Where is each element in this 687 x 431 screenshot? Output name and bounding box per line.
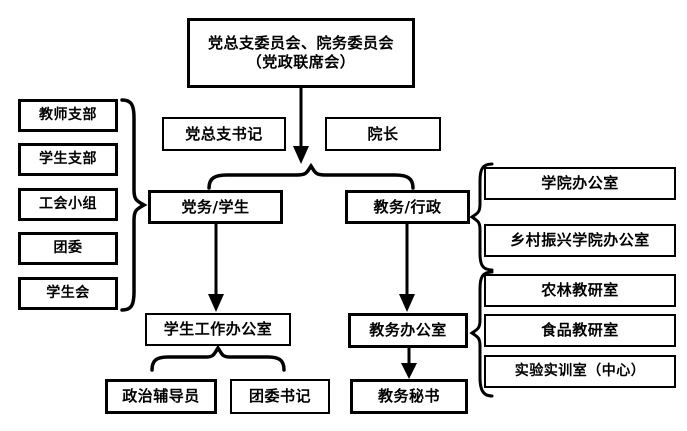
node-student-branch: 学生支部 [18, 143, 118, 176]
node-rural-revitalization-office: 乡村振兴学院办公室 [484, 224, 676, 257]
node-student-work-office: 学生工作办公室 [145, 313, 291, 346]
brace-left-group [118, 98, 148, 312]
node-dean-label: 院长 [367, 124, 399, 143]
node-party-student-affairs: 党务/学生 [148, 190, 283, 224]
node-laboratory-training-center: 实验实训室（中心） [484, 355, 676, 388]
node-laboratory-training-center-label: 实验实训室（中心） [514, 362, 646, 379]
node-academic-secretary: 教务秘书 [350, 379, 468, 414]
node-teacher-branch: 教师支部 [18, 99, 118, 132]
brace-student-office-split [148, 344, 288, 372]
node-party-student-affairs-label: 党务/学生 [181, 197, 250, 216]
node-top-committee-line1: 党总支委员会、院务委员会 [207, 34, 394, 53]
node-political-counselor: 政治辅导员 [105, 379, 217, 414]
node-college-office-label: 学院办公室 [541, 174, 619, 193]
node-union-group-label: 工会小组 [39, 195, 97, 212]
brace-top-split [205, 162, 417, 190]
node-academic-office-label: 教务办公室 [369, 321, 447, 340]
node-league-secretary: 团委书记 [230, 379, 330, 414]
node-party-secretary-label: 党总支书记 [185, 124, 263, 143]
node-student-union-label: 学生会 [46, 284, 90, 301]
node-top-committee: 党总支委员会、院务委员会 （党政联席会） [187, 18, 415, 88]
node-teacher-branch-label: 教师支部 [39, 106, 97, 123]
node-academic-office: 教务办公室 [348, 313, 468, 348]
node-student-branch-label: 学生支部 [39, 150, 97, 167]
node-food-teaching-office-label: 食品教研室 [541, 321, 619, 340]
node-youth-league: 团委 [18, 232, 118, 265]
node-food-teaching-office: 食品教研室 [484, 314, 676, 347]
node-political-counselor-label: 政治辅导员 [122, 387, 200, 406]
node-academic-administration-label: 教务/行政 [373, 197, 442, 216]
node-youth-league-label: 团委 [53, 239, 83, 256]
node-league-secretary-label: 团委书记 [248, 387, 311, 406]
node-college-office: 学院办公室 [484, 167, 676, 200]
node-student-union: 学生会 [18, 277, 118, 310]
node-agriculture-forestry-teaching-office-label: 农林教研室 [541, 281, 619, 300]
node-academic-secretary-label: 教务秘书 [377, 387, 440, 406]
node-agriculture-forestry-teaching-office: 农林教研室 [484, 274, 676, 307]
node-rural-revitalization-office-label: 乡村振兴学院办公室 [510, 231, 650, 250]
connector-top-to-brace [290, 88, 312, 166]
connector-academic-office-to-secretary [398, 348, 420, 380]
connector-party-to-student-office [205, 224, 227, 314]
node-top-committee-line2: （党政联席会） [246, 53, 356, 71]
node-dean: 院长 [325, 117, 441, 151]
node-party-secretary: 党总支书记 [162, 117, 286, 151]
connector-academic-to-academic-office [396, 224, 418, 314]
node-union-group: 工会小组 [18, 188, 118, 221]
node-academic-administration: 教务/行政 [345, 190, 470, 224]
node-student-work-office-label: 学生工作办公室 [163, 320, 273, 339]
